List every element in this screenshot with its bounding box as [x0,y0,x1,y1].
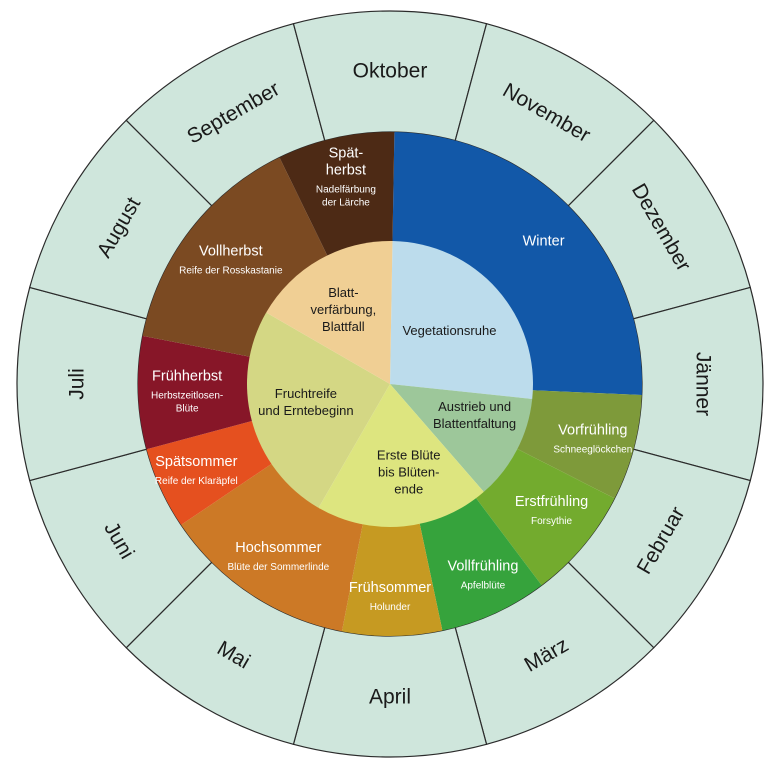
season-title: Vollfrühling [447,559,518,575]
phase-sector-fruchtreife [246,312,390,508]
season-title: herbst [326,163,366,179]
season-segment-winter [392,132,642,395]
season-subtitle: Schneeglöckchen [553,444,632,455]
month-label: Juli [66,368,89,400]
season-segment-erstfruehling [475,448,615,586]
season-segment-spaetsommer [146,420,273,525]
season-title: Erstfrühling [515,494,588,510]
season-segment-spaetherbst [279,132,395,257]
month-ring: DezemberJännerFebruarMärzAprilMaiJuniJul… [16,10,764,758]
season-subtitle: Blüte der Sommerlinde [227,562,329,573]
season-segment-fruehherbst [138,335,253,450]
phase-label: Blatt- [328,285,358,300]
phase-label: Erste Blüte [377,448,441,463]
season-subtitle: Nadelfärbung [316,185,376,196]
season-title: Frühsommer [349,580,431,596]
phase-label: bis Blüten- [378,465,439,480]
season-subtitle: der Lärche [322,198,370,209]
phase-label: Austrieb und [438,399,511,414]
season-subtitle: Reife der Klaräpfel [155,476,238,487]
season-subtitle: Blüte [176,404,199,415]
phase-sector-blattverfaerbung [266,241,393,384]
phase-label: Blattentfaltung [433,416,516,431]
season-ring: WinterVorfrühlingSchneeglöckchenErstfrüh… [138,132,642,637]
season-title: Spätsommer [155,454,237,470]
phase-sector-vegetationsruhe [390,241,533,399]
season-segment-vollherbst [142,157,328,357]
phase-label: ende [394,482,423,497]
season-title: Vollherbst [199,244,263,260]
season-title: Hochsommer [235,540,321,556]
month-label: April [369,686,411,709]
season-segment-vorfruehling [516,390,642,499]
season-title: Vorfrühling [558,422,627,438]
season-segment-vollfruehling [419,497,542,631]
season-subtitle: Holunder [370,602,411,613]
phase-label: verfärbung, [310,302,376,317]
season-title: Frühherbst [152,369,222,385]
phase-label: und Erntebeginn [258,403,353,418]
season-title: Spät- [329,146,364,162]
phase-label: Vegetationsruhe [402,323,496,338]
phase-label: Fruchtreife [275,386,337,401]
season-segment-fruehsommer [341,522,443,637]
phase-sector-erste-bluete [318,384,484,527]
phase-sector-austrieb [390,384,533,492]
season-subtitle: Reife der Rosskastanie [179,266,283,277]
phase-label: Blattfall [322,319,365,334]
season-title: Winter [523,233,565,249]
season-subtitle: Apfelblüte [461,581,506,592]
season-subtitle: Herbstzeitlosen- [151,391,223,402]
month-label: Jänner [692,352,715,416]
month-label: Oktober [353,60,428,83]
season-subtitle: Forsythie [531,516,573,527]
season-segment-hochsommer [181,463,363,632]
